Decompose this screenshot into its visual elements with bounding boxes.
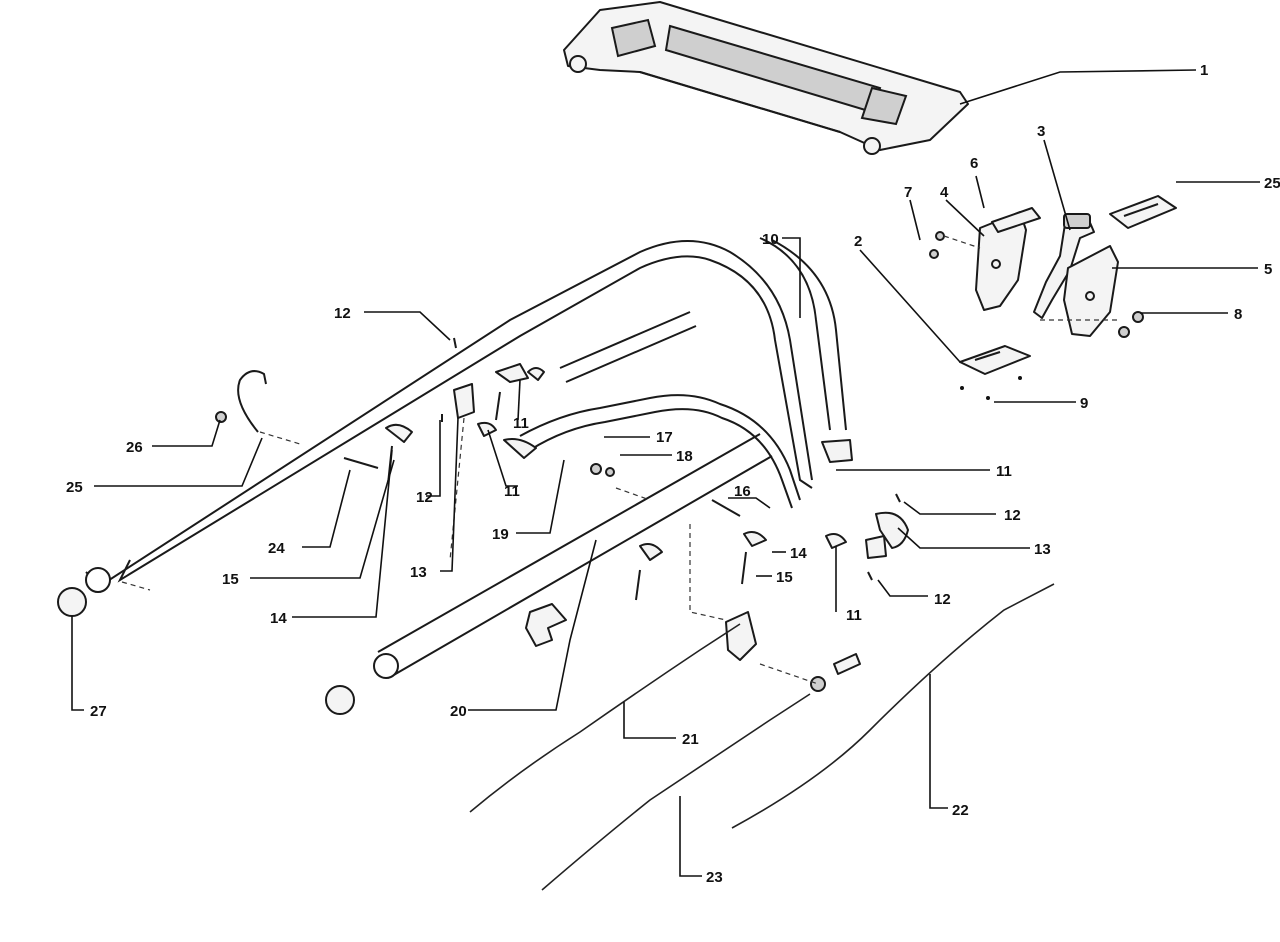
part-20-lower-tube: [373, 433, 773, 679]
callout-1: 1: [1200, 62, 1208, 79]
callout-24: 24: [268, 540, 285, 557]
part-13-bracket: [453, 383, 909, 559]
callout-17: 17: [656, 429, 673, 446]
callout-12: 12: [1004, 507, 1021, 524]
part-8-nut: [1118, 311, 1144, 338]
callout-5: 5: [1264, 261, 1272, 278]
callout-16: 16: [734, 483, 751, 500]
part-21-cable: [469, 623, 741, 813]
callout-13: 13: [410, 564, 427, 581]
callout-7: 7: [904, 184, 912, 201]
assembly-guide-lines: [121, 319, 1120, 685]
callout-6: 6: [970, 155, 978, 172]
part-22-cable: [731, 583, 1055, 829]
part-27-end-cap: [57, 587, 355, 715]
callout-22: 22: [952, 802, 969, 819]
part-17-washer: [590, 463, 602, 475]
callout-12: 12: [934, 591, 951, 608]
cable-bracket: [725, 611, 861, 692]
part-14-clip: [385, 423, 767, 647]
callout-3: 3: [1037, 123, 1045, 140]
callout-23: 23: [706, 869, 723, 886]
callout-13: 13: [1034, 541, 1051, 558]
callout-14: 14: [270, 610, 287, 627]
callout-14: 14: [790, 545, 807, 562]
part-10-handle-bar: [85, 237, 847, 593]
part-25-label-strip: [1109, 195, 1177, 229]
callout-4: 4: [940, 184, 949, 201]
part-16-bolt: [343, 457, 741, 517]
callout-9: 9: [1080, 395, 1088, 412]
part-15-bolt: [387, 391, 747, 601]
callout-15: 15: [222, 571, 239, 588]
callout-12: 12: [416, 489, 433, 506]
callout-12: 12: [334, 305, 351, 322]
callout-19: 19: [492, 526, 509, 543]
part-18-nut: [605, 467, 615, 477]
part-7-screw: [929, 231, 981, 259]
callout-2: 2: [854, 233, 862, 250]
callout-labels: 1 2 3 4 5 6 7 8 9 10 11 11 11 11 12 12 1…: [66, 62, 1280, 886]
part-23-cable: [541, 693, 811, 891]
callout-15: 15: [776, 569, 793, 586]
callout-11: 11: [513, 415, 529, 432]
part-6-strip: [991, 207, 1041, 233]
callout-25: 25: [1264, 175, 1280, 192]
part-2-plate: [959, 345, 1031, 400]
part-25-hook: [237, 370, 267, 433]
callout-25: 25: [66, 479, 83, 496]
part-3-lever: [1033, 213, 1095, 319]
leader-lines: [71, 69, 1260, 877]
callout-11: 11: [846, 607, 862, 624]
part-12-pin: [441, 337, 901, 581]
part-19-control-bar: [519, 311, 801, 509]
part-1-control-panel-cover: [563, 1, 969, 155]
callout-11: 11: [996, 463, 1012, 480]
part-26-nut: [215, 411, 227, 423]
callout-8: 8: [1234, 306, 1242, 323]
callout-26: 26: [126, 439, 143, 456]
callout-21: 21: [682, 731, 699, 748]
callout-27: 27: [90, 703, 107, 720]
callout-20: 20: [450, 703, 467, 720]
part-5-housing: [1063, 245, 1119, 337]
callout-10: 10: [762, 231, 779, 248]
callout-18: 18: [676, 448, 693, 465]
callout-11: 11: [504, 483, 520, 500]
part-11-clamp: [477, 363, 853, 549]
